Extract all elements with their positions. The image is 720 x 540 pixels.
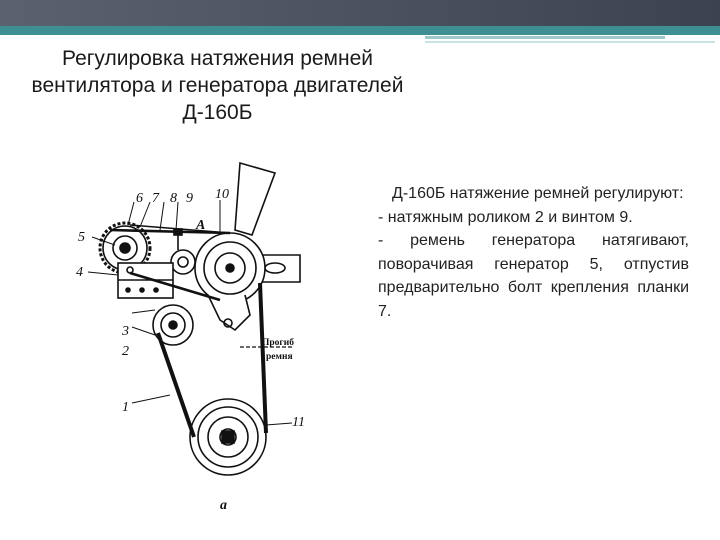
slide-title: Регулировка натяжения ремней вентилятора… bbox=[31, 47, 404, 124]
belt-drive-diagram: 1 2 3 4 5 6 7 8 9 10 11 А Прогиб ремня а bbox=[76, 161, 305, 513]
fan-blade-upper bbox=[234, 161, 277, 236]
label-5: 5 bbox=[78, 230, 85, 245]
tension-roller bbox=[152, 304, 194, 346]
header-band bbox=[0, 0, 720, 26]
crankshaft-pulley bbox=[189, 398, 267, 476]
label-letter-a: А bbox=[195, 218, 205, 233]
label-8: 8 bbox=[170, 191, 177, 206]
label-2: 2 bbox=[122, 344, 129, 359]
generator-belt bbox=[109, 228, 231, 302]
lower-bracket bbox=[207, 294, 251, 332]
small-roller bbox=[170, 249, 196, 275]
body-paragraph-intro: Д-160Б натяжение ремней регулируют: bbox=[392, 185, 684, 202]
body-paragraph-generator: - ремень генератора натягивают, поворачи… bbox=[378, 232, 689, 320]
label-6: 6 bbox=[136, 191, 143, 206]
body-paragraph-roller: - натяжным роликом 2 и винтом 9. bbox=[378, 208, 633, 226]
accent-thin-line-2 bbox=[425, 41, 715, 43]
label-7: 7 bbox=[152, 191, 160, 206]
label-1: 1 bbox=[122, 400, 129, 415]
slide-body: Д-160Б натяжение ремней регулируют: - на… bbox=[378, 182, 689, 323]
generator-bracket bbox=[117, 262, 174, 299]
label-sag-line1: Прогиб bbox=[262, 337, 294, 348]
fan-belt bbox=[156, 282, 268, 438]
accent-thin-line bbox=[425, 36, 665, 39]
fan-pulley bbox=[194, 232, 266, 304]
label-9: 9 bbox=[186, 191, 193, 206]
label-sag-line2: ремня bbox=[266, 352, 293, 362]
leader-lines bbox=[87, 200, 293, 426]
label-4: 4 bbox=[76, 265, 83, 280]
label-11: 11 bbox=[292, 415, 305, 430]
adjusting-plank bbox=[129, 224, 231, 250]
accent-stripe bbox=[0, 26, 720, 35]
diagram-caption: а bbox=[220, 498, 227, 513]
label-3: 3 bbox=[121, 324, 129, 339]
label-10: 10 bbox=[215, 187, 229, 202]
